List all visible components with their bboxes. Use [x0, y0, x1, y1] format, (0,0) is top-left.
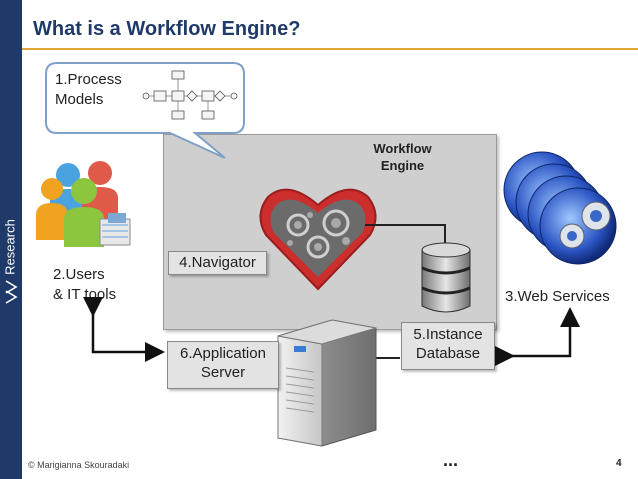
process-models-callout	[45, 62, 245, 159]
heart-engine-icon	[259, 188, 377, 291]
sidebar	[0, 0, 22, 479]
page-title: What is a Workflow Engine?	[33, 18, 301, 40]
brand-text: Research	[2, 219, 17, 275]
ellipsis: ...	[443, 450, 459, 470]
web-services-label: 3.Web Services	[505, 288, 610, 305]
instance-database-box: 5.Instance Database	[401, 322, 495, 370]
page-number: 4	[616, 458, 622, 469]
research-brand: Research	[2, 219, 18, 304]
brand-logo-icon	[5, 280, 18, 304]
application-server-box: 6.Application Server	[167, 341, 279, 389]
engine-label: Workflow Engine	[373, 141, 432, 173]
copyright: © Marigianna Skouradaki	[28, 460, 130, 470]
process-models-label: 1.Process Models	[55, 71, 122, 108]
navigator-box: 4.Navigator	[168, 251, 267, 275]
web-services-icon	[503, 151, 617, 265]
db-webservices-arrow	[495, 307, 580, 366]
process-model-diagram-icon	[142, 70, 238, 120]
database-icon	[421, 242, 471, 313]
users-icon	[36, 161, 131, 247]
server-icon	[277, 319, 377, 447]
title-divider	[22, 48, 638, 50]
users-server-arrow	[83, 297, 165, 362]
